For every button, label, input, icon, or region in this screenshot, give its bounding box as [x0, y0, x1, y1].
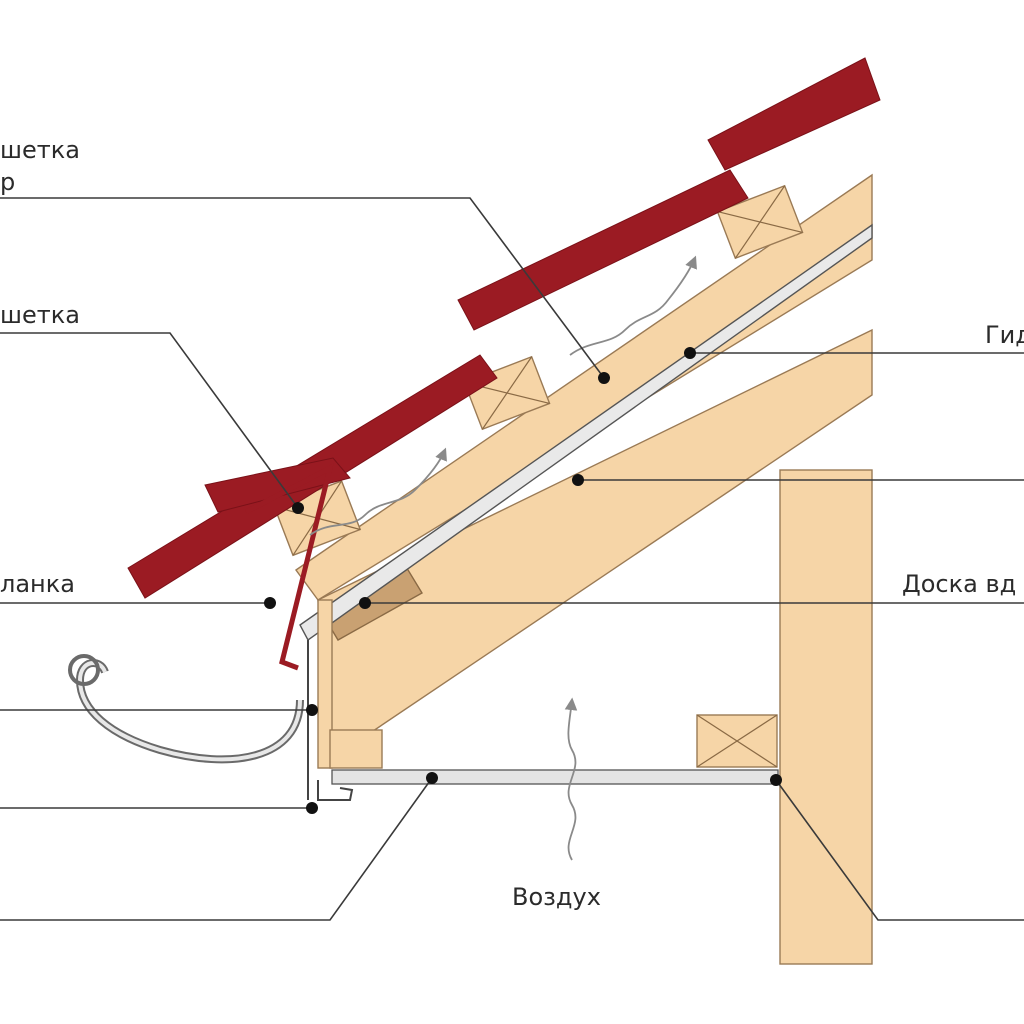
air-flow-arrow-1 — [309, 447, 447, 536]
gutter — [75, 659, 304, 764]
leader-dot-soffit — [426, 772, 438, 784]
drip-edge — [244, 463, 334, 671]
label-board: Доска вд — [902, 570, 1016, 598]
leader-dot-gutter — [306, 704, 318, 716]
gutter-roll — [68, 654, 100, 686]
support-block-left — [329, 729, 383, 769]
roof-tile-2 — [457, 169, 749, 331]
waterproofing-membrane — [299, 223, 873, 642]
support-block-right — [696, 714, 778, 768]
label-batten: шетка — [0, 301, 80, 329]
roof-sheathing — [295, 173, 873, 601]
gutter-hanger — [317, 780, 354, 801]
leader-batten — [0, 332, 299, 509]
leader-dot-post — [770, 774, 782, 786]
air-flow-arrow-2 — [569, 255, 697, 356]
leader-soffit — [0, 777, 433, 921]
label-air: Воздух — [512, 883, 601, 911]
leader-dot-rafter — [572, 474, 584, 486]
label-drip-edge: ланка — [0, 570, 75, 598]
label-waterproofing: Гид — [985, 321, 1024, 349]
label-counter-batten: шетка — [0, 136, 80, 164]
leader-dot-waterproofing — [684, 347, 696, 359]
vertical-post — [779, 469, 873, 965]
fascia-board — [317, 599, 333, 769]
counter-batten-3 — [716, 184, 804, 260]
leader-dot-batten — [292, 502, 304, 514]
roof-tile-3 — [707, 57, 881, 171]
leader-dot-drip-edge — [264, 597, 276, 609]
soffit-panel — [331, 769, 779, 785]
leader-dot-board — [359, 597, 371, 609]
leader-post — [775, 779, 1024, 921]
leader-dot-hanger — [306, 802, 318, 814]
label-counter-batten-line2: р — [0, 168, 15, 196]
roof-tile-step-1 — [204, 457, 351, 513]
leader-dot-counter-batten — [598, 372, 610, 384]
air-flow-arrow-3 — [564, 697, 578, 861]
leader-counter-batten — [0, 197, 605, 379]
